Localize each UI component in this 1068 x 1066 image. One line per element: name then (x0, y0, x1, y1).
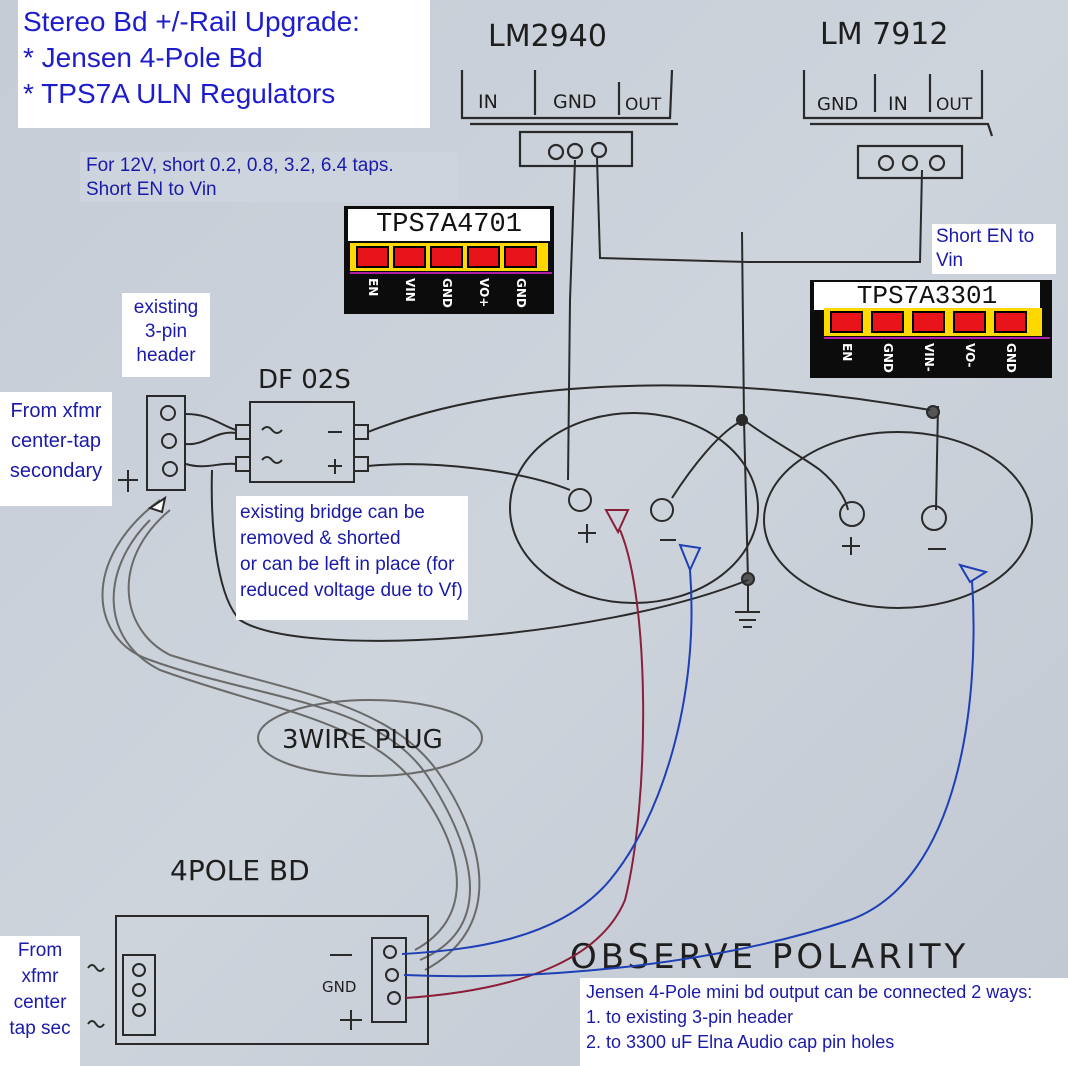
tps7a4701-label-gnd: GND (440, 278, 454, 308)
three-wire-plug-label: 3WIRE PLUG (282, 725, 443, 755)
tps7a3301-pin-2 (871, 311, 904, 333)
lm2940-regulator (460, 69, 678, 168)
tps7a3301-label-vin: VIN- (922, 343, 936, 372)
from-xfmr-ct-note-line-4: tap sec (9, 1018, 71, 1039)
board-gnd-label: GND (322, 978, 356, 996)
twelve-volt-note: For 12V, short 0.2, 0.8, 3.2, 6.4 taps. … (80, 152, 458, 202)
existing-header-note-line-2: 3-pin (144, 321, 188, 342)
lm7912-pin-in: IN (888, 93, 908, 115)
lm7912-regulator (802, 70, 994, 180)
four-pole-label: 4POLE BD (170, 854, 310, 887)
red-lead (405, 509, 645, 999)
tps7a3301-pin-1 (830, 311, 863, 333)
tps7a4701-pin-3 (430, 246, 463, 268)
lm2940-pin-in: IN (478, 91, 498, 113)
jensen-note: Jensen 4-Pole mini bd output can be conn… (580, 978, 1068, 1066)
capacitor-right (763, 431, 1033, 609)
tps7a3301-trace (824, 337, 1050, 339)
lm7912-label: LM 7912 (820, 17, 948, 52)
three-pin-header (118, 395, 186, 492)
title-line-3: * TPS7A ULN Regulators (23, 78, 336, 109)
ground-bus (567, 157, 940, 628)
from-xfmr-ct-note-line-2: xfmr (21, 966, 59, 987)
short-en-note-line-1: Short EN to (936, 226, 1035, 247)
four-pole-board (87, 915, 429, 1045)
tps7a4701-trace (350, 272, 552, 274)
three-wire-plug (101, 495, 483, 971)
tps7a4701-name: TPS7A4701 (348, 209, 550, 241)
tps7a4701-pin-5 (504, 246, 537, 268)
tps7a3301-pin-3 (912, 311, 945, 333)
tps7a4701-pin-4 (467, 246, 500, 268)
tps7a3301-label-vo: VO- (963, 343, 977, 368)
tps7a3301-pin-4 (953, 311, 986, 333)
jensen-note-line-3: 2. to 3300 uF Elna Audio cap pin holes (586, 1032, 895, 1052)
bridge-note-line-2: removed & shorted (240, 528, 401, 549)
bridge-note-line-4: reduced voltage due to Vf) (240, 580, 463, 601)
tps7a4701-label-gnd2: GND (514, 278, 528, 308)
title-line-2: * Jensen 4-Pole Bd (23, 42, 263, 73)
lm2940-pin-out: OUT (625, 95, 662, 115)
short-en-note-line-2: Vin (936, 250, 964, 271)
lm2940-label: LM2940 (488, 19, 607, 54)
twelve-volt-note-line-1: For 12V, short 0.2, 0.8, 3.2, 6.4 taps. (86, 155, 394, 176)
tps7a3301-label-gnd: GND (881, 343, 895, 373)
tps7a4701-label-vin: VIN (403, 278, 417, 302)
lm2940-pin-gnd: GND (553, 91, 597, 113)
jensen-note-line-2: 1. to existing 3-pin header (586, 1007, 794, 1027)
df02s-label: DF 02S (258, 365, 351, 395)
capacitor-left (509, 412, 759, 604)
from-xfmr-note: From xfmr center-tap secondary (0, 392, 112, 506)
existing-header-note: existing 3-pin header (122, 293, 210, 377)
tps7a4701-pin-1 (356, 246, 389, 268)
from-xfmr-note-line-3: secondary (9, 460, 103, 482)
bridge-note-line-1: existing bridge can be (240, 502, 425, 523)
tps7a4701-label-vo: VO+ (477, 278, 491, 308)
lm7912-pin-gnd: GND (817, 94, 858, 115)
tps7a4701-module: TPS7A4701 EN VIN GND VO+ GND (344, 206, 554, 314)
tps7a3301-label-gnd2: GND (1004, 343, 1018, 373)
existing-header-note-line-1: existing (133, 297, 199, 318)
tps7a3301-name: TPS7A3301 (814, 282, 1040, 310)
blue-leads (401, 543, 989, 978)
short-en-note: Short EN to Vin (932, 224, 1056, 274)
tps7a4701-label-en: EN (366, 278, 380, 297)
from-xfmr-ct-note-line-1: From (17, 940, 63, 961)
existing-header-note-line-3: header (136, 345, 196, 366)
tps7a4701-pin-2 (393, 246, 426, 268)
tps7a3301-module: TPS7A3301 EN GND VIN- VO- GND (810, 280, 1052, 378)
from-xfmr-note-line-1: From xfmr (10, 400, 102, 422)
from-xfmr-ct-note: From xfmr center tap sec (0, 936, 80, 1066)
title-line-1: Stereo Bd +/-Rail Upgrade: (23, 6, 360, 37)
twelve-volt-note-line-2: Short EN to Vin (86, 179, 217, 200)
from-xfmr-ct-note-line-3: center (13, 992, 67, 1013)
title-box: Stereo Bd +/-Rail Upgrade: * Jensen 4-Po… (18, 0, 430, 128)
tps7a3301-label-en: EN (840, 343, 854, 362)
lm7912-pin-out: OUT (936, 95, 973, 115)
bridge-note-line-3: or can be left in place (for (240, 554, 455, 575)
bridge-note: existing bridge can be removed & shorted… (236, 496, 468, 620)
df02s-bridge (185, 384, 931, 642)
tps7a3301-pin-5 (994, 311, 1027, 333)
from-xfmr-note-line-2: center-tap (10, 430, 102, 452)
jensen-note-line-1: Jensen 4-Pole mini bd output can be conn… (586, 982, 1033, 1002)
